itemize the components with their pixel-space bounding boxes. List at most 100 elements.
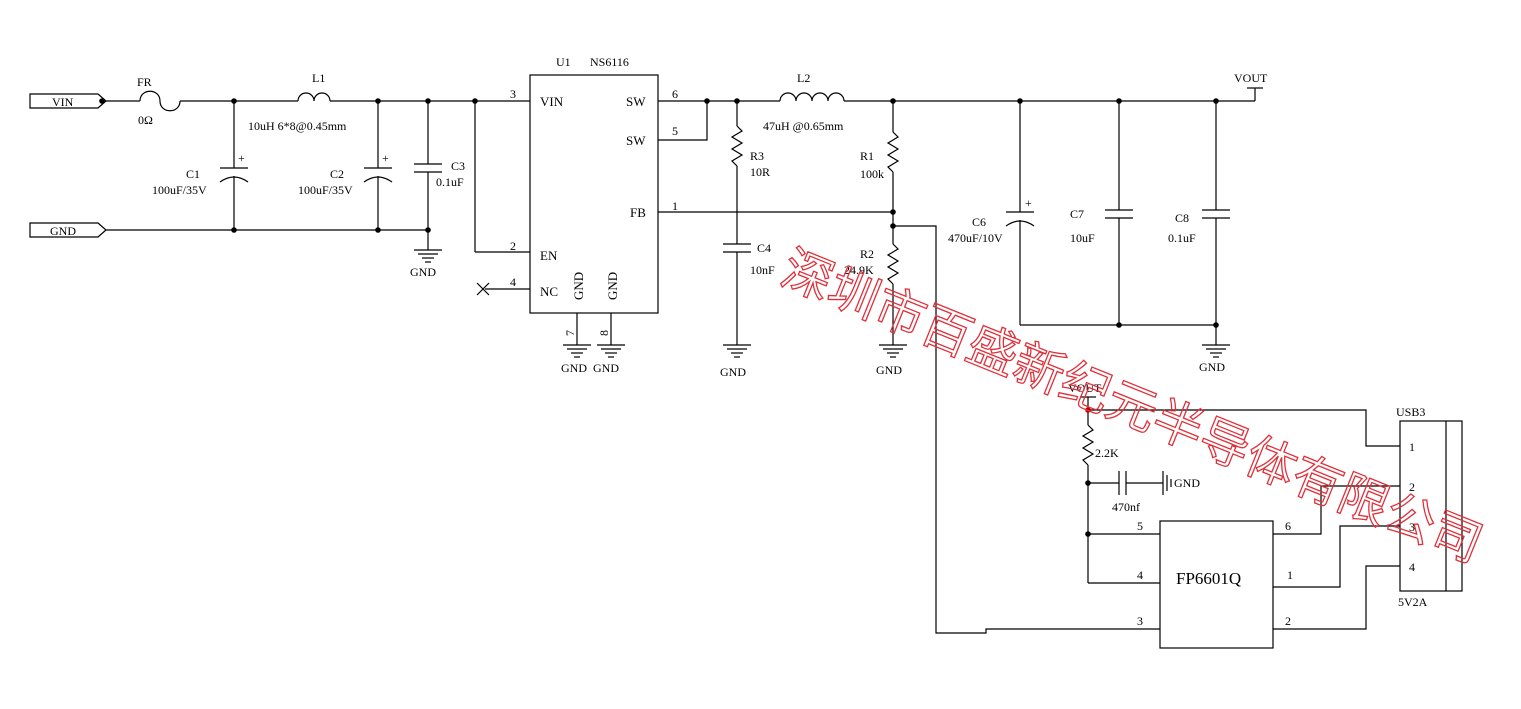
svg-text:VOUT: VOUT — [1234, 71, 1268, 85]
svg-text:L1: L1 — [312, 71, 325, 85]
vout-label-top: VOUT — [1234, 71, 1268, 101]
ground-symbol-c4: GND — [720, 344, 751, 379]
svg-text:2: 2 — [1285, 614, 1291, 628]
svg-text:100k: 100k — [860, 167, 884, 181]
svg-text:100uF/35V: 100uF/35V — [152, 183, 207, 197]
capacitor-c8: C8 0.1uF — [1168, 101, 1230, 345]
capacitor-c3: C3 0.1uF — [414, 101, 465, 250]
svg-text:8: 8 — [597, 330, 611, 336]
svg-text:FP6601Q: FP6601Q — [1176, 569, 1241, 588]
svg-text:5V2A: 5V2A — [1398, 595, 1428, 609]
inductor-l2: L2 47uH @0.65mm — [763, 71, 845, 133]
svg-text:EN: EN — [540, 248, 558, 263]
svg-text:USB3: USB3 — [1396, 405, 1425, 419]
ground-symbol-input: GND — [410, 249, 442, 279]
resistor-2k2: 2.2K — [1081, 410, 1119, 583]
svg-text:1: 1 — [1287, 568, 1293, 582]
capacitor-470nf: 470nf — [1088, 471, 1163, 514]
gnd-port: GND — [29, 222, 107, 238]
resistor-r1: R1 100k — [860, 101, 900, 226]
capacitor-c6: + C6 470uF/10V — [948, 101, 1035, 325]
fuse-fr: FR 0Ω — [137, 75, 181, 127]
svg-text:U1: U1 — [556, 55, 571, 69]
svg-text:FB: FB — [630, 205, 646, 220]
svg-text:3: 3 — [510, 87, 516, 101]
svg-text:SW: SW — [626, 133, 646, 148]
svg-text:NC: NC — [540, 284, 558, 299]
svg-text:0.1uF: 0.1uF — [436, 175, 464, 189]
svg-text:GND: GND — [50, 224, 76, 238]
ic-fp6601q: FP6601Q 5 4 3 6 1 2 — [1137, 519, 1293, 649]
svg-text:C4: C4 — [757, 241, 771, 255]
vin-port: VIN — [29, 93, 107, 109]
svg-text:1: 1 — [1409, 440, 1415, 454]
svg-text:4: 4 — [510, 275, 516, 289]
capacitor-c4: C4 10nF — [723, 166, 775, 345]
ic-u1: U1 NS6116 VIN EN NC SW SW FB GND GND 3 2… — [510, 55, 678, 336]
svg-text:10uF: 10uF — [1070, 231, 1095, 245]
svg-text:GND: GND — [1174, 476, 1200, 490]
svg-text:470nf: 470nf — [1112, 500, 1140, 514]
ground-symbol-u1-pin8: GND — [593, 344, 625, 375]
ground-symbol-output: GND — [1199, 344, 1230, 374]
svg-text:SW: SW — [626, 94, 646, 109]
svg-text:VOUT: VOUT — [1068, 381, 1102, 395]
svg-text:470uF/10V: 470uF/10V — [948, 231, 1003, 245]
svg-text:0Ω: 0Ω — [138, 113, 153, 127]
ground-symbol-fp: GND — [1162, 471, 1200, 495]
capacitor-c7: C7 10uF — [1070, 101, 1133, 325]
svg-text:VIN: VIN — [52, 95, 74, 109]
svg-text:+: + — [1025, 196, 1032, 210]
svg-text:C6: C6 — [972, 215, 986, 229]
svg-text:10nF: 10nF — [750, 263, 775, 277]
svg-text:C1: C1 — [186, 167, 200, 181]
svg-text:R2: R2 — [860, 247, 874, 261]
svg-text:R3: R3 — [750, 149, 764, 163]
vout-label-bottom: VOUT — [1068, 381, 1102, 410]
usb-connector: USB3 1 2 3 4 5V2A — [1396, 405, 1463, 609]
svg-text:FR: FR — [137, 75, 152, 89]
svg-text:GND: GND — [571, 272, 586, 300]
svg-text:2.2K: 2.2K — [1095, 446, 1119, 460]
svg-text:C8: C8 — [1175, 211, 1189, 225]
svg-text:6: 6 — [1285, 519, 1291, 533]
svg-text:GND: GND — [593, 361, 619, 375]
svg-text:10uH 6*8@0.45mm: 10uH 6*8@0.45mm — [248, 119, 347, 133]
svg-text:GND: GND — [1199, 360, 1225, 374]
svg-text:GND: GND — [561, 361, 587, 375]
svg-text:3: 3 — [1409, 520, 1415, 534]
resistor-r2: R2 24.9K — [844, 226, 900, 345]
svg-text:GND: GND — [720, 365, 746, 379]
svg-text:C7: C7 — [1070, 207, 1084, 221]
svg-text:GND: GND — [605, 272, 620, 300]
inductor-l1: L1 10uH 6*8@0.45mm — [248, 71, 347, 133]
svg-text:L2: L2 — [797, 71, 810, 85]
svg-text:+: + — [238, 151, 245, 165]
svg-text:1: 1 — [672, 199, 678, 213]
svg-text:4: 4 — [1409, 560, 1415, 574]
svg-text:6: 6 — [672, 87, 678, 101]
svg-text:3: 3 — [1137, 614, 1143, 628]
capacitor-c2: + C2 100uF/35V — [298, 101, 393, 230]
ground-symbol-u1-pin7: GND — [561, 344, 591, 375]
svg-text:2: 2 — [510, 239, 516, 253]
svg-text:GND: GND — [410, 265, 436, 279]
svg-text:NS6116: NS6116 — [590, 55, 629, 69]
svg-text:7: 7 — [563, 330, 577, 336]
svg-text:4: 4 — [1137, 568, 1143, 582]
svg-text:47uH @0.65mm: 47uH @0.65mm — [763, 119, 844, 133]
svg-text:GND: GND — [876, 363, 902, 377]
svg-text:0.1uF: 0.1uF — [1168, 231, 1196, 245]
watermark-text: 深圳市百盛新纪元半导体有限公司 — [774, 239, 1491, 574]
resistor-r3: R3 10R — [730, 101, 770, 179]
ground-symbol-r2: GND — [876, 344, 907, 377]
svg-text:R1: R1 — [860, 149, 874, 163]
svg-text:5: 5 — [1137, 519, 1143, 533]
svg-text:C3: C3 — [451, 159, 465, 173]
capacitor-c1: + C1 100uF/35V — [152, 101, 249, 230]
svg-text:100uF/35V: 100uF/35V — [298, 183, 353, 197]
svg-text:5: 5 — [672, 124, 678, 138]
svg-text:+: + — [382, 151, 389, 165]
svg-text:2: 2 — [1409, 480, 1415, 494]
